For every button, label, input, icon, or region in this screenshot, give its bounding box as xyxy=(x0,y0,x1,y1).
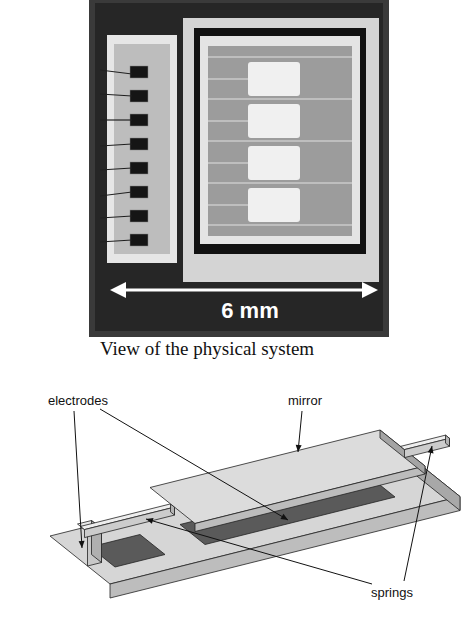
part-label: electrodes xyxy=(48,393,108,408)
part-label: mirror xyxy=(288,393,322,408)
leader-lines xyxy=(74,409,434,584)
part-label: springs xyxy=(371,585,413,600)
dimension-label: 6 mm xyxy=(221,298,278,324)
mirror-device xyxy=(50,430,460,598)
figure-caption: View of the physical system xyxy=(100,338,314,360)
chip-photo xyxy=(92,0,386,334)
